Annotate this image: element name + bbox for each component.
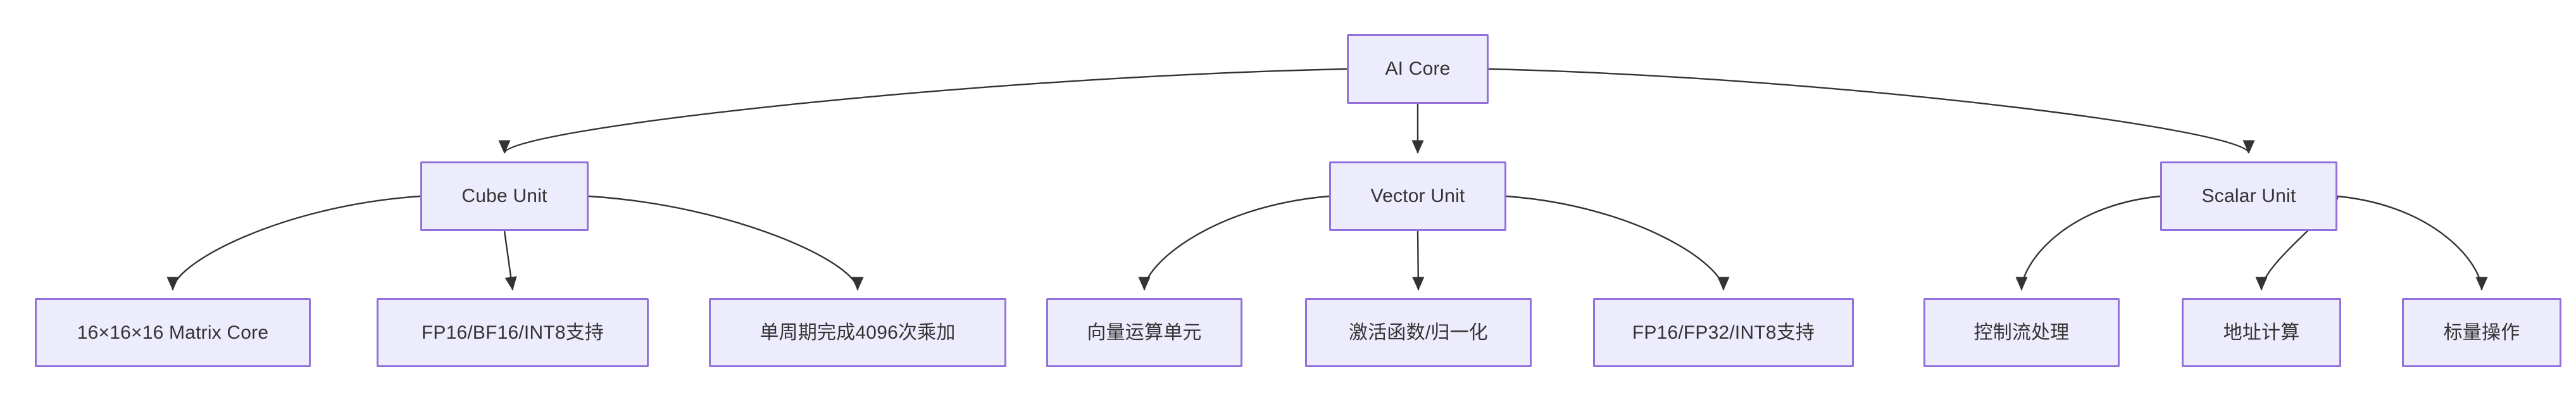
node-label: 激活函数/归一化 xyxy=(1349,322,1488,343)
node-scalar-ctrl[interactable]: 控制流处理 xyxy=(1923,298,2120,367)
node-vector-act[interactable]: 激活函数/归一化 xyxy=(1305,298,1532,367)
edge-vector-unit-to-vector-dtype xyxy=(1506,195,1730,291)
edge-cube-unit-to-cube-dtype xyxy=(503,230,517,291)
node-label: Cube Unit xyxy=(461,185,547,206)
edge-ai-core-to-scalar-unit xyxy=(1488,68,2255,154)
node-scalar-op[interactable]: 标量操作 xyxy=(2402,298,2561,367)
edge-ai-core-to-cube-unit xyxy=(498,68,1347,154)
node-cube-dtype[interactable]: FP16/BF16/INT8支持 xyxy=(377,298,649,367)
node-label: AI Core xyxy=(1385,58,1451,79)
node-label: 向量运算单元 xyxy=(1087,322,1202,343)
node-cube-unit[interactable]: Cube Unit xyxy=(420,161,589,231)
node-cube-throughput[interactable]: 单周期完成4096次乘加 xyxy=(709,298,1006,367)
node-label: Vector Unit xyxy=(1370,185,1465,206)
edge-scalar-unit-to-scalar-op xyxy=(2337,195,2488,291)
node-label: Scalar Unit xyxy=(2201,185,2296,206)
node-label: 地址计算 xyxy=(2223,322,2300,343)
node-vector-alu[interactable]: 向量运算单元 xyxy=(1046,298,1242,367)
node-label: 单周期完成4096次乘加 xyxy=(760,322,956,343)
node-label: 控制流处理 xyxy=(1973,322,2070,343)
node-vector-dtype[interactable]: FP16/FP32/INT8支持 xyxy=(1593,298,1854,367)
node-vector-unit[interactable]: Vector Unit xyxy=(1329,161,1506,231)
edge-cube-unit-to-matrix-core xyxy=(166,195,421,291)
edge-vector-unit-to-vector-alu xyxy=(1138,195,1330,291)
node-matrix-core[interactable]: 16×16×16 Matrix Core xyxy=(35,298,311,367)
node-label: FP16/BF16/INT8支持 xyxy=(421,322,604,343)
node-scalar-unit[interactable]: Scalar Unit xyxy=(2160,161,2337,231)
node-ai-core[interactable]: AI Core xyxy=(1347,34,1489,104)
node-label: FP16/FP32/INT8支持 xyxy=(1632,322,1815,343)
node-scalar-addr[interactable]: 地址计算 xyxy=(2182,298,2341,367)
node-label: 标量操作 xyxy=(2443,322,2520,343)
edge-scalar-unit-to-scalar-ctrl xyxy=(2015,195,2161,291)
edge-cube-unit-to-cube-throughput xyxy=(588,195,864,291)
node-label: 16×16×16 Matrix Core xyxy=(77,322,269,343)
